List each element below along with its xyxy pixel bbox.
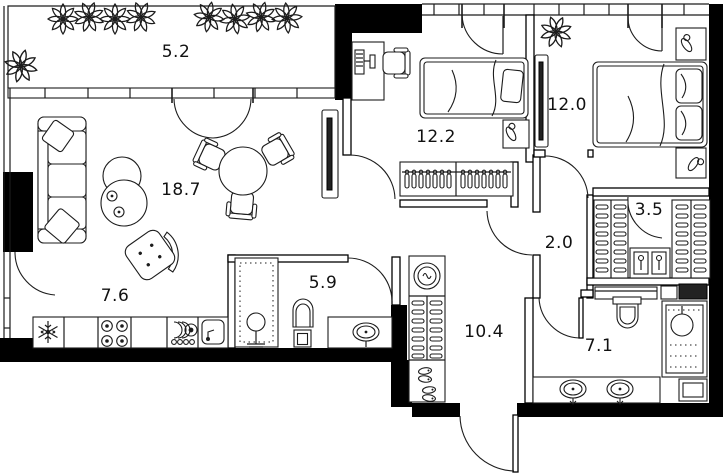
wall-bedroom-right-bottom-a [533, 149, 546, 158]
wall-bottom-left-corner [0, 338, 33, 362]
label-hallway: 10.4 [464, 322, 504, 342]
label-bedroom-right: 12.0 [547, 95, 587, 115]
room-labels: 5.2 18.7 7.6 5.9 12.2 12.0 3.5 2.0 10.4 … [101, 42, 664, 356]
desk-chair-icon [382, 47, 411, 79]
wall-right [709, 4, 723, 417]
tv-panel-icon [321, 109, 339, 199]
room-balcony [0, 0, 304, 87]
wall-bottom-entry-left [412, 403, 460, 417]
plant-icon [0, 0, 304, 87]
label-shower-room: 5.9 [309, 273, 338, 293]
shower-icon [661, 300, 708, 378]
wall-top-center [335, 4, 422, 33]
wardrobe-rack-icon [399, 161, 514, 197]
toilet-icon [612, 296, 642, 329]
duct-shaft [678, 283, 708, 300]
dish-rack-icon [171, 321, 198, 345]
window-top-ticks [433, 4, 685, 15]
wall-shower-left [227, 254, 236, 349]
nightstand-icon [675, 147, 707, 179]
room-wardrobe [593, 199, 711, 279]
hanging-rack-icon [593, 199, 629, 279]
wall-bottom-right [517, 403, 723, 417]
bedroom-left-window-door-arc [461, 14, 504, 55]
bedroom-right-door-arc [544, 155, 589, 199]
wall-shower-right [391, 256, 401, 306]
room-hallway [408, 255, 446, 403]
wall-living-bedroom [342, 97, 352, 156]
coffee-tables-icon [100, 156, 148, 227]
plant-icon [534, 10, 578, 54]
wall-top-center-leg [335, 33, 352, 100]
room-shower [234, 257, 393, 349]
wall-step-lower [391, 360, 412, 407]
desk-icon [351, 41, 385, 101]
label-vestibule: 2.0 [545, 233, 574, 253]
label-wardrobe: 3.5 [635, 200, 664, 220]
wall-step-upper [391, 305, 407, 360]
corridor-door-arc [486, 210, 533, 256]
toilet-icon [292, 298, 314, 348]
room-kitchen [32, 316, 229, 349]
sofa-icon [37, 116, 87, 244]
washing-machine-icon [413, 262, 441, 290]
double-vanity-icon [532, 376, 661, 405]
bedroom-left-door-arc [349, 154, 396, 200]
shower-room-door-arc [347, 257, 393, 302]
kitchen-door-arc [14, 251, 56, 296]
entrance-door-leaf [512, 414, 519, 473]
label-balcony: 5.2 [162, 42, 191, 62]
bathroom-door-arc [538, 297, 580, 339]
balcony-door-left-arc [173, 98, 214, 139]
dining-table-icon [190, 130, 297, 221]
room-living [37, 109, 339, 281]
shoe-cabinet-icon [629, 247, 671, 279]
kitchen-sink-icon [201, 319, 225, 345]
bedroom-right-window-door-arc [627, 16, 663, 52]
entrance-door-arc [459, 415, 515, 472]
wall-bottom-left [33, 348, 395, 362]
bath-cabinet [660, 285, 678, 300]
hanging-rack-icon [411, 296, 443, 360]
shower-cabin-icon [234, 257, 279, 348]
hall-closet [408, 255, 446, 403]
wall-hallway-right [524, 297, 534, 404]
tv-cabinet-icon [534, 54, 549, 148]
nightstand-icon [675, 27, 707, 61]
walls [0, 4, 723, 417]
room-bedroom-right [534, 10, 708, 179]
fridge-icon [38, 321, 58, 343]
vanity-sink-icon [327, 316, 393, 349]
wall-bedroom-wardrobe [592, 187, 710, 197]
bath-cabinet [678, 378, 708, 402]
doors [14, 14, 663, 473]
nightstand-icon [502, 119, 530, 149]
partitions [227, 14, 710, 404]
balcony-glazing [7, 5, 336, 88]
windows [3, 3, 709, 338]
bathroom-door-leaf [578, 297, 584, 339]
hanging-rack-icon [671, 199, 711, 279]
wall-vestibule-left-upper [532, 154, 541, 213]
single-bed-icon [419, 57, 529, 119]
wall-bathroom-top [580, 289, 594, 298]
armchair-icon [124, 229, 179, 281]
label-kitchen: 7.6 [101, 286, 130, 306]
label-bedroom-left: 12.2 [416, 127, 456, 147]
wall-bedroom-corridor [399, 199, 488, 208]
wall-vestibule-right [586, 194, 594, 299]
wall-left-pier [3, 172, 33, 252]
label-bathroom: 7.1 [585, 336, 614, 356]
room-bathroom [532, 283, 708, 405]
label-living: 18.7 [161, 180, 201, 200]
double-bed-icon [592, 61, 708, 148]
wall-shower-top [227, 254, 349, 263]
room-bedroom-left [351, 41, 530, 197]
wall-vestibule-left-lower [532, 254, 541, 299]
wall-bedroom-right-bottom-b [587, 149, 594, 158]
balcony-door-right-arc [212, 98, 252, 139]
